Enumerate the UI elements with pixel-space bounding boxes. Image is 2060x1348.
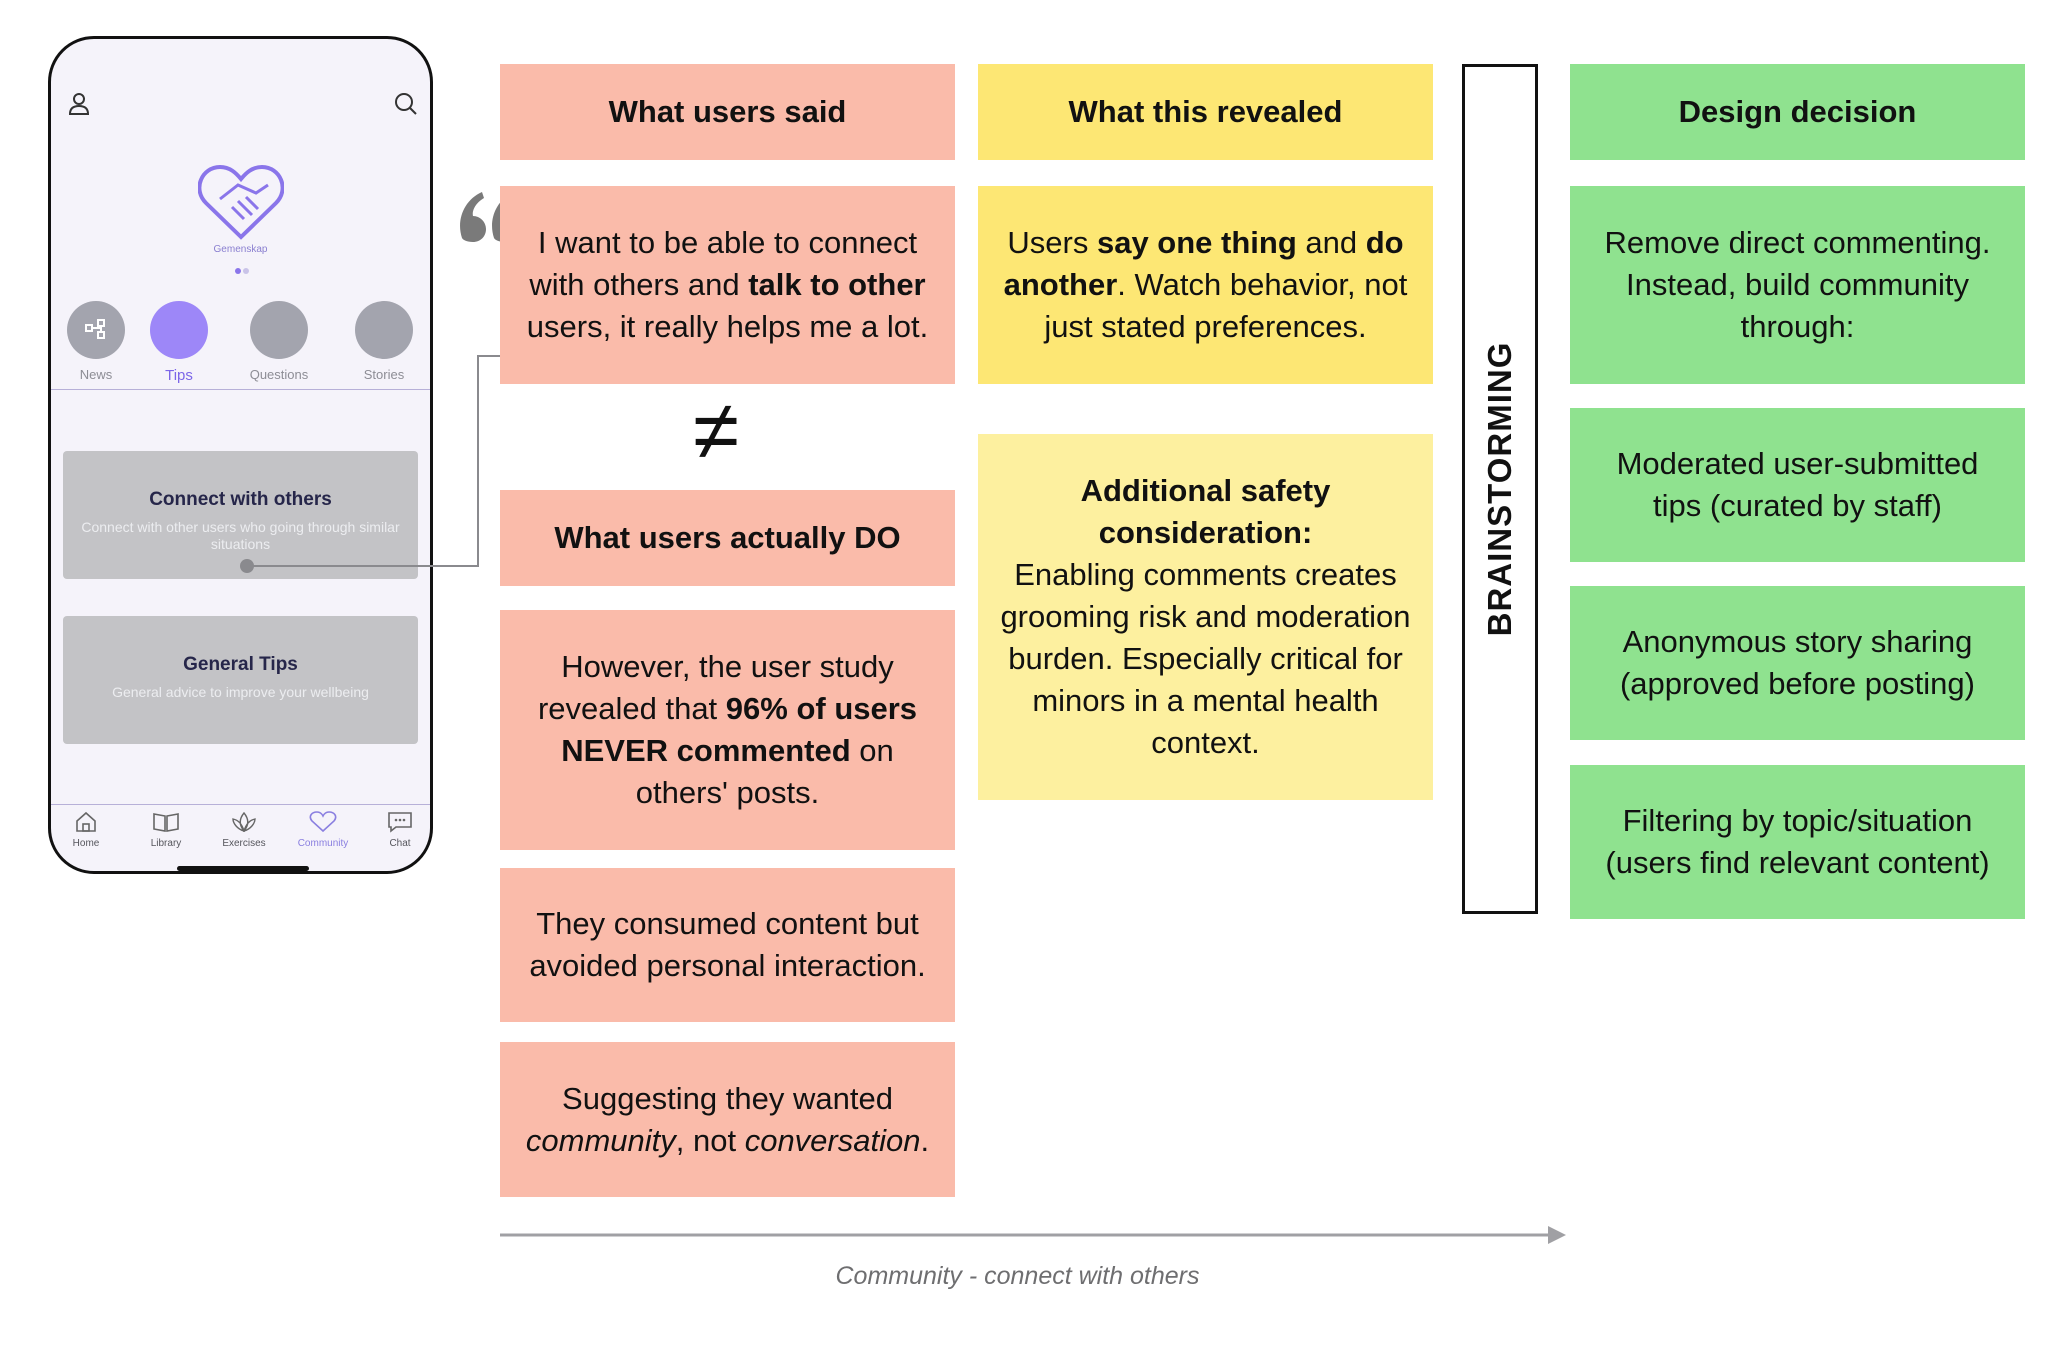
not-equal-sign: ≠ [692,383,740,477]
consumed-box: They consumed content but avoided person… [500,868,955,1022]
insight-box: Users say one thing and do another. Watc… [978,186,1433,384]
decision-item: Remove direct commenting. Instead, build… [1570,186,2025,384]
decision-item: Moderated user-submitted tips (curated b… [1570,408,2025,562]
questions-icon [250,301,308,359]
header-design-decision: Design decision [1570,64,2025,160]
card-subtitle: Connect with other users who going throu… [81,519,400,552]
header-what-users-do: What users actually DO [500,490,955,586]
header-what-this-revealed: What this revealed [978,64,1433,160]
category-label: News [79,367,113,382]
tab-chat[interactable]: Chat [365,811,430,849]
news-icon [67,301,125,359]
divider [51,389,430,390]
card-subtitle: General advice to improve your wellbeing [112,684,369,700]
profile-icon[interactable] [67,91,91,122]
stories-icon [355,301,413,359]
tab-home[interactable]: Home [51,811,121,849]
decision-item: Anonymous story sharing (approved before… [1570,586,2025,740]
tips-icon [150,301,208,359]
tab-label: Community [297,838,349,849]
category-label: Questions [249,367,309,382]
card-title: General Tips [183,654,298,675]
chat-icon [388,812,412,833]
home-indicator [177,866,309,871]
caption: Community - connect with others [835,1262,1200,1290]
quote-box: I want to be able to connect with others… [500,186,955,384]
safety-box: Additional safety consideration: Enablin… [978,434,1433,800]
study-box: However, the user study revealed that 96… [500,610,955,850]
category-tips[interactable]: Tips [150,301,208,384]
category-label: Tips [165,367,193,384]
brainstorming-bar: BRAINSTORMING [1462,64,1538,914]
search-icon[interactable] [393,91,419,122]
community-heart-logo [197,163,285,246]
logo-label: Gemenskap [213,244,268,255]
lotus-icon [232,811,256,833]
header-what-users-said: What users said [500,64,955,160]
page-indicator [234,261,250,279]
home-icon [76,811,96,832]
tab-label: Home [72,838,100,849]
category-questions[interactable]: Questions [250,301,308,382]
category-stories[interactable]: Stories [355,301,413,382]
category-label: Stories [363,367,405,382]
tab-bar-divider [51,804,430,805]
safety-title: Additional safety consideration: [1080,473,1331,550]
safety-body: Enabling comments creates grooming risk … [1000,557,1411,760]
card-connect-with-others[interactable]: Connect with others Connect with other u… [63,451,418,579]
suggest-box: Suggesting they wanted community, not co… [500,1042,955,1197]
card-title: Connect with others [149,489,332,510]
book-icon [153,813,179,832]
tab-label: Chat [389,838,411,849]
tab-exercises[interactable]: Exercises [209,811,279,849]
tab-label: Library [150,838,182,849]
card-general-tips[interactable]: General Tips General advice to improve y… [63,616,418,744]
decision-item: Filtering by topic/situation (users find… [1570,765,2025,919]
tab-label: Exercises [222,838,266,849]
phone-mockup: Gemenskap News Tips Questions Stories Co… [48,36,433,874]
tab-community[interactable]: Community [288,811,358,849]
category-news[interactable]: News [67,301,125,382]
community-icon [309,811,337,833]
tab-library[interactable]: Library [131,811,201,849]
